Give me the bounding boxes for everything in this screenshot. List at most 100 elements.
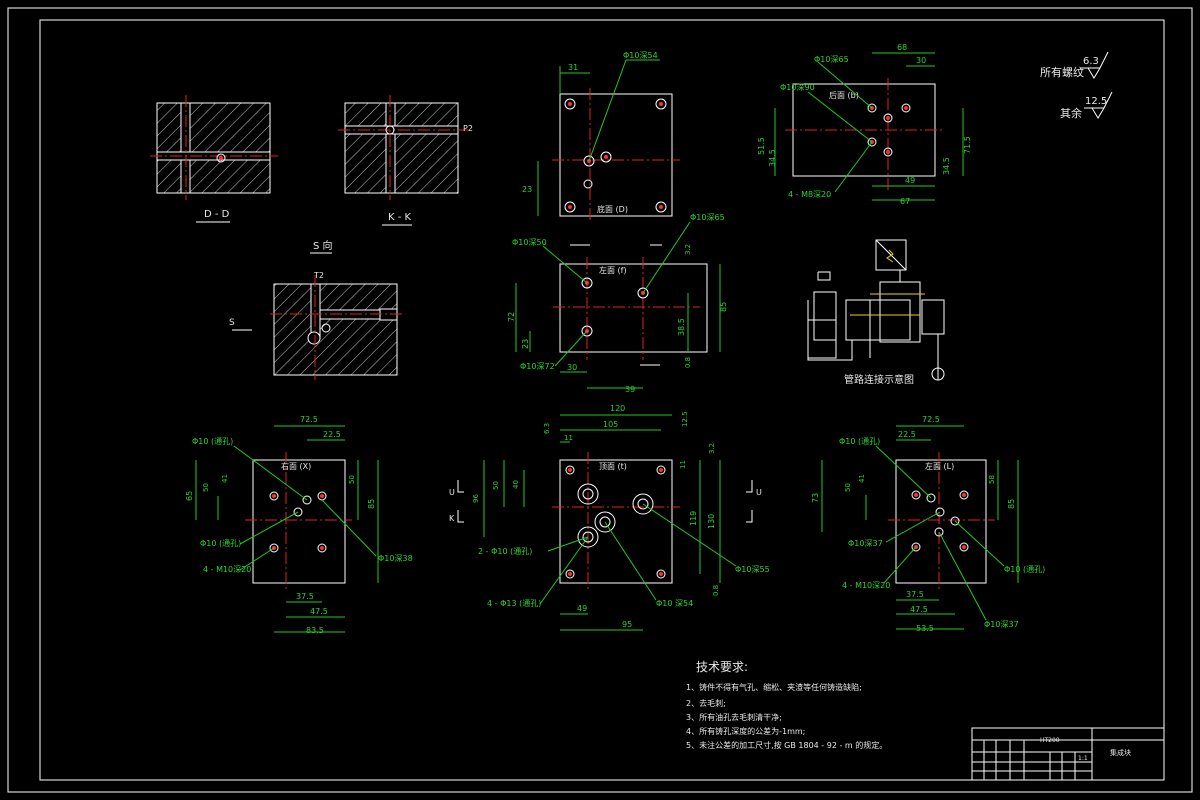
inner-border <box>39 19 1165 781</box>
top-dim-119: 119 <box>689 511 698 526</box>
section-k-left: K <box>449 514 455 523</box>
right-dim-41: 41 <box>221 474 229 483</box>
title-block: 集成块 HT200 1:1 <box>971 727 1165 781</box>
left-dim-85: 85 <box>1007 499 1016 509</box>
left-hole-through: Φ10 (通孔) <box>839 436 880 446</box>
roughness-all-value: 6.3 <box>1083 56 1099 67</box>
left-mid-dim-72: 72 <box>507 312 516 322</box>
top-face-title: 顶面 (t) <box>599 462 627 471</box>
left-mid-title: 左面 (f) <box>599 265 627 275</box>
rear-dim-51: 51.5 <box>757 137 766 155</box>
top-dim-32: 3.2 <box>708 443 716 454</box>
rear-hole1: Φ10深65 <box>814 55 849 64</box>
schematic-caption: 管路连接示意图 <box>844 373 914 386</box>
t2-label: T2 <box>313 271 324 280</box>
rear-dim-49: 49 <box>905 176 915 185</box>
bottom-hole-note: Φ10深54 <box>623 51 658 60</box>
left-mid-hole1: Φ10深50 <box>512 238 547 247</box>
left-hole-through2: Φ10 (通孔) <box>1004 564 1045 574</box>
rear-face-title: 后面 (b) <box>829 90 859 100</box>
right-dim-50b: 50 <box>348 475 356 484</box>
view-s-label: S 向 <box>313 239 333 252</box>
rear-hole2: Φ10深90 <box>780 83 815 92</box>
top-dim-96: 96 <box>472 494 480 503</box>
top-dim-95: 95 <box>622 620 632 629</box>
top-dim-11b: 11 <box>679 460 687 469</box>
titleblock-part-name: 集成块 <box>1110 748 1131 757</box>
left-mid-dim-85: 85 <box>719 302 728 312</box>
right-face-view: 右面 (X) 72.5 22.5 65 41 50 50 85 37.5 47.… <box>185 415 413 635</box>
section-dd-label: D - D <box>204 209 230 220</box>
tech-item-3: 3、所有油孔去毛刺清干净; <box>686 712 782 722</box>
right-dim-85: 85 <box>367 499 376 509</box>
right-dim-50: 50 <box>202 483 210 492</box>
bottom-face-view: 31 23 Φ10深54 底面 (D) <box>522 51 680 220</box>
top-dim-130: 130 <box>707 514 716 529</box>
right-dim-375: 37.5 <box>296 592 314 601</box>
roughness-all-label: 所有螺纹 <box>1040 65 1084 79</box>
technical-requirements: 技术要求: 1、铸件不得有气孔、缩松、夹渣等任何铸造缺陷; 2、去毛刺; 3、所… <box>686 660 887 750</box>
top-dim-08: 0.8 <box>712 585 720 596</box>
top-dim-120: 120 <box>610 404 625 413</box>
section-dd-view: D - D <box>150 95 278 223</box>
top-dim-40: 40 <box>512 480 520 489</box>
right-hole-deep: Φ10深38 <box>378 554 413 563</box>
right-dim-225: 22.5 <box>323 430 341 439</box>
bottom-face-title: 底面 (D) <box>597 204 628 214</box>
bottom-dim-top: 31 <box>568 63 578 72</box>
top-dim-125: 12.5 <box>681 411 689 427</box>
rear-thread: 4 - M8深20 <box>788 190 831 199</box>
left-mid-dim-39: 39 <box>625 385 635 394</box>
top-hole-13: 4 - Φ13 (通孔) <box>487 598 541 608</box>
rear-dim-71: 71.5 <box>963 136 972 154</box>
section-u-left: U <box>449 488 455 497</box>
left-hole-deep37: Φ10深37 <box>848 539 883 548</box>
tech-item-1: 1、铸件不得有气孔、缩松、夹渣等任何铸造缺陷; <box>686 682 862 692</box>
left-mid-dim-30: 30 <box>567 363 577 372</box>
top-dim-105: 105 <box>603 420 618 429</box>
tech-heading: 技术要求: <box>696 660 748 674</box>
left-dim-41: 41 <box>858 474 866 483</box>
bottom-face-holes <box>564 98 667 213</box>
right-dim-835: 83.5 <box>306 626 324 635</box>
top-face-view: 顶面 (t) 120 105 11 11 6.3 12.5 3.2 40 50 … <box>449 404 770 631</box>
right-hole-through2: Φ10 (通孔) <box>200 538 241 548</box>
titleblock-material: HT200 <box>1040 737 1060 744</box>
left-face-title: 左面 (L) <box>925 461 954 471</box>
top-dim-50: 50 <box>492 481 500 490</box>
rear-dim-68: 68 <box>897 43 907 52</box>
rear-face-view: 后面 (b) 68 30 Φ10深65 Φ10深90 51.5 34.5 71.… <box>757 43 972 206</box>
top-dim-11: 11 <box>564 434 573 442</box>
left-face-mid-view: 左面 (f) Φ10深50 Φ10深65 Φ10深72 72 23 30 85 … <box>507 213 728 394</box>
left-dim-535: 53.5 <box>916 624 934 633</box>
left-dim-375: 37.5 <box>906 590 924 599</box>
titleblock-scale: 1:1 <box>1078 755 1088 762</box>
left-dim-73: 73 <box>811 493 820 503</box>
rear-dim-34: 34.5 <box>768 149 777 167</box>
hydraulic-schematic: 管路连接示意图 <box>807 239 945 386</box>
left-hole-deep: Φ10深37 <box>984 620 1019 629</box>
section-kk-view: P2 K - K <box>338 95 473 226</box>
tech-item-4: 4、所有铸孔深度的公差为-1mm; <box>686 726 805 736</box>
roughness-rest-value: 12.5 <box>1085 96 1107 107</box>
right-face-title: 右面 (X) <box>281 461 311 471</box>
left-thread: 4 - M10深20 <box>842 581 890 590</box>
p2-label: P2 <box>463 124 473 133</box>
rear-dim-34b: 34.5 <box>942 157 951 175</box>
section-u-right: U <box>756 488 762 497</box>
top-dim-63: 6.3 <box>543 423 551 434</box>
left-dim-50: 50 <box>844 483 852 492</box>
roughness-notes: 所有螺纹 6.3 其余 12.5 <box>1040 51 1113 120</box>
left-mid-dim-08: 0.8 <box>684 357 692 368</box>
right-hole-through: Φ10 (通孔) <box>192 436 233 446</box>
left-dim-225: 22.5 <box>898 430 916 439</box>
roughness-rest-label: 其余 <box>1060 106 1082 120</box>
tech-item-5: 5、未注公差的加工尺寸,按 GB 1804 - 92 - m 的规定。 <box>686 740 887 750</box>
tech-item-2: 2、去毛刺; <box>686 698 726 708</box>
left-dim-725: 72.5 <box>922 415 940 424</box>
outer-border <box>7 7 1193 793</box>
left-face-view: 左面 (L) 72.5 22.5 73 41 50 58 85 37.5 47.… <box>811 415 1045 633</box>
right-dim-65: 65 <box>185 491 194 501</box>
left-mid-hole2: Φ10深65 <box>690 213 725 222</box>
